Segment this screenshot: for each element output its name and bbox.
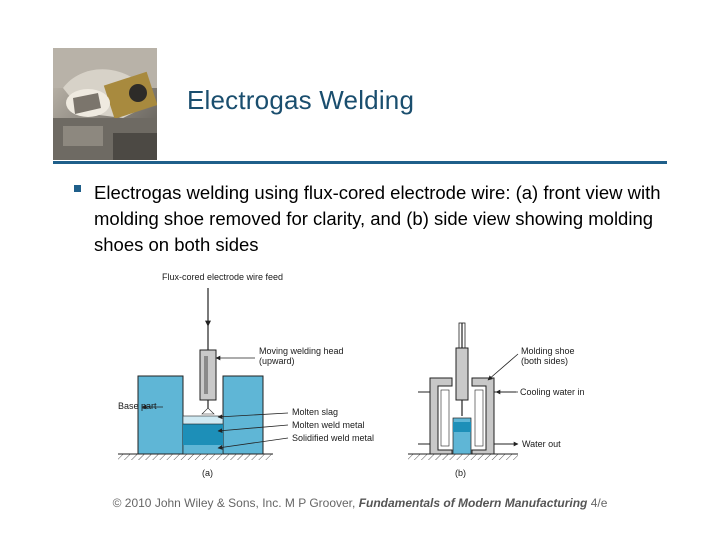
electrogas-figure: Flux-cored electrode wire feed Moving we… xyxy=(118,268,598,483)
figure-drawing xyxy=(118,288,519,460)
label-molten-slag: Molten slag xyxy=(292,407,339,417)
bullet-square-icon xyxy=(74,185,81,192)
title-divider xyxy=(53,161,667,164)
footer-suffix: 4/e xyxy=(587,496,608,510)
molten-weld-a xyxy=(183,423,223,445)
base-part-left xyxy=(137,375,184,455)
welding-head-b xyxy=(455,347,469,401)
slide-title: Electrogas Welding xyxy=(187,85,415,115)
header-photo xyxy=(53,48,157,160)
footer-book-title: Fundamentals of Modern Manufacturing xyxy=(358,496,588,510)
label-water-out: Water out xyxy=(522,439,561,449)
side-view-b xyxy=(408,322,519,460)
front-view-a xyxy=(118,288,289,460)
label-cooling-in: Cooling water in xyxy=(520,387,585,397)
footer-credit: © 2010 John Wiley & Sons, Inc. M P Groov… xyxy=(0,496,720,510)
ground-hatch-b xyxy=(408,454,518,460)
label-moving-head: Moving welding head (upward) xyxy=(259,346,344,366)
label-view-b: (b) xyxy=(455,468,466,478)
molten-slag-a xyxy=(182,415,224,425)
ground-hatch-a xyxy=(118,454,273,460)
label-molding-shoe: Molding shoe (both sides) xyxy=(521,346,575,366)
molten-weld-b xyxy=(453,422,471,432)
molding-shoe-left xyxy=(429,377,453,455)
label-view-a: (a) xyxy=(202,468,213,478)
label-wire-feed: Flux-cored electrode wire feed xyxy=(162,272,284,282)
label-base-part: Base part xyxy=(118,401,157,411)
footer-prefix: © 2010 John Wiley & Sons, Inc. M P Groov… xyxy=(112,496,359,510)
label-molten-weld: Molten weld metal xyxy=(292,420,365,430)
molding-shoe-right xyxy=(471,377,495,455)
label-solidified-weld: Solidified weld metal xyxy=(292,433,375,443)
bullet-text: Electrogas welding using flux‑cored elec… xyxy=(94,182,661,255)
